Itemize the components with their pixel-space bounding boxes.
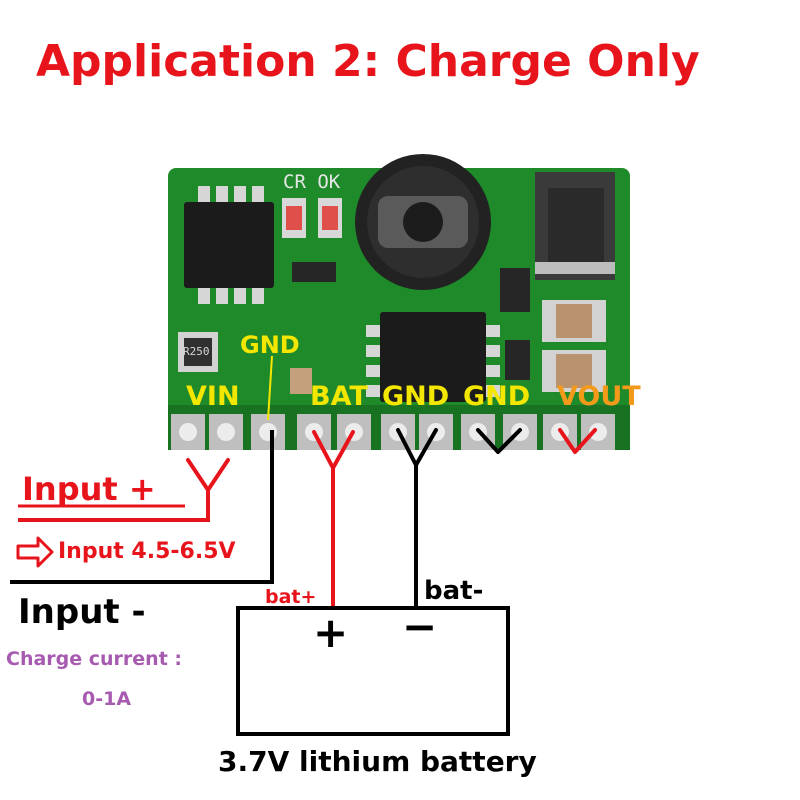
battery-minus-symbol: − [402,602,438,651]
battery-plus-symbol: + [313,608,349,657]
header-pins [171,414,615,450]
pin-label-vout: VOUT [557,381,641,412]
input-minus-label: Input - [18,592,146,632]
led-labels: CR OK [283,171,341,193]
resistor-small-3 [505,340,530,380]
led-cr [282,198,306,238]
pin-label-bat: BAT [310,381,368,412]
charge-current-label: Charge current : [6,648,183,670]
capacitor-small-1 [290,368,312,394]
capacitor-right-1 [542,300,606,342]
pin-label-gnd-top: GND [240,331,300,359]
header-pin-hole [179,423,197,441]
resistor-small-2 [500,268,530,312]
resistor-marking: R250 [183,345,210,358]
header-pin-hole [259,423,277,441]
inductor [355,154,491,290]
pin-label-vin: VIN [186,381,240,412]
vout-fork-wire [558,428,597,454]
header-pin-hole [217,423,235,441]
ic-chip-left [184,186,274,304]
battery-label: 3.7V lithium battery [218,745,537,778]
led-ok [318,198,342,238]
header-pin-hole [589,423,607,441]
capacitor-right-2 [542,350,606,392]
resistor-small-1 [292,262,336,282]
diagram-title: Application 2: Charge Only [36,36,700,87]
input-range-label: Input 4.5-6.5V [58,539,236,564]
vin-fork-wire [186,458,230,522]
bat-fork-wire [312,430,355,608]
pin-label-gnd-2: GND [463,381,531,412]
gnd-fork-wire [396,428,438,608]
pin-label-gnd-1: GND [382,381,450,412]
gnd-pointer-line [267,355,273,421]
diode [535,172,615,280]
arrow-right-outline-icon [16,536,54,568]
ic-chip-middle [366,312,500,402]
gnd2-fork-wire [476,428,522,454]
bat-minus-wire-label: bat- [424,576,484,606]
battery-box [236,606,510,736]
bat-plus-wire-label: bat+ [265,586,317,608]
charge-current-value: 0-1A [82,688,132,710]
input-plus-label: Input + [22,470,156,508]
resistor-r250 [178,332,218,372]
